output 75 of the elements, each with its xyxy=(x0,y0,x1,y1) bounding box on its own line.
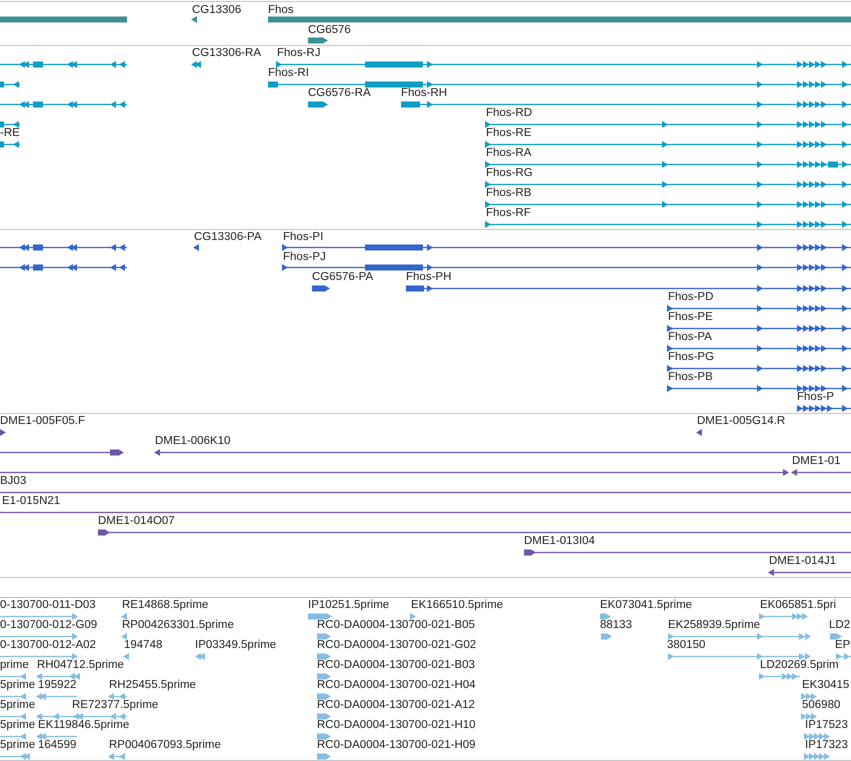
feature-label: Fhos-RF xyxy=(486,206,531,220)
feature-label: CG6576 xyxy=(308,23,351,37)
feature-label: Fhos-PE xyxy=(668,310,713,324)
feature-label: CG13306 xyxy=(192,3,242,17)
feature-label: CG6576-RA xyxy=(308,86,371,100)
feature-label: Fhos xyxy=(268,3,294,17)
feature-label: CG13306-RA xyxy=(192,46,262,60)
feature-label: -RE xyxy=(0,126,20,140)
read-label: 194748 xyxy=(124,638,162,652)
read-label: RP004263301.5prime xyxy=(122,618,234,632)
read-label: 0-130700-011-D03 xyxy=(0,598,96,612)
read-label: 380150 xyxy=(667,638,706,652)
read-label: 88133 xyxy=(600,618,632,632)
feature-label: DME1-01 xyxy=(792,454,841,468)
feature-label: Fhos-PD xyxy=(668,290,714,304)
read-label: IP03349.5prime xyxy=(195,638,276,652)
read-label: 164599 xyxy=(38,738,76,752)
feature-label: Fhos-PI xyxy=(283,230,324,244)
read-label: RP004067093.5prime xyxy=(109,738,221,752)
feature-label: DME1-013I04 xyxy=(524,534,595,548)
feature-label: Fhos-RA xyxy=(486,146,532,160)
read-label: 0-130700-012-G09 xyxy=(0,618,98,632)
read-label: EK119846.5prime xyxy=(38,718,130,732)
read-label: EK166510.5prime xyxy=(411,598,504,612)
read-label: EK073041.5prime xyxy=(600,598,692,612)
feature-label: Fhos-RG xyxy=(486,166,533,180)
feature-label: Fhos-PJ xyxy=(283,250,326,264)
feature-label: Fhos-RB xyxy=(486,186,532,200)
read-label: IP17323 xyxy=(805,738,848,752)
read-label: LD2 xyxy=(829,618,850,632)
read-label: EK065851.5pri xyxy=(760,598,836,612)
read-label: EK30415 xyxy=(802,678,850,692)
read-label: RH04712.5prime xyxy=(37,658,124,672)
feature-label: DME1-005F05.F xyxy=(0,414,86,428)
read-label: RC0-DA0004-130700-021-H04 xyxy=(317,678,476,692)
read-label: RC0-DA0004-130700-021-H09 xyxy=(317,738,476,752)
read-label: IP10251.5prime xyxy=(308,598,390,612)
read-label: 5prime xyxy=(0,718,36,732)
feature-label: Fhos-PB xyxy=(668,370,713,384)
read-label: EK258939.5prime xyxy=(668,618,760,632)
feature-label: Fhos-RI xyxy=(268,66,309,80)
read-label: 506980 xyxy=(802,698,840,712)
feature-label: Fhos-PA xyxy=(668,330,712,344)
read-label: 5prime xyxy=(0,738,36,752)
feature-label: BJ03 xyxy=(0,474,26,488)
feature-label: Fhos-RD xyxy=(486,106,532,120)
read-label: RE14868.5prime xyxy=(122,598,208,612)
read-label: prime xyxy=(0,658,29,672)
feature-label: Fhos-PH xyxy=(406,270,452,284)
feature-label: Fhos-RE xyxy=(486,126,532,140)
feature-label: DME1-014O07 xyxy=(98,514,175,528)
read-label: RC0-DA0004-130700-021-A12 xyxy=(317,698,475,712)
read-label: 195922 xyxy=(38,678,76,692)
read-label: RE72377.5prime xyxy=(72,698,158,712)
feature-label: Fhos-P xyxy=(797,390,834,404)
feature-label: E1-015N21 xyxy=(2,494,60,508)
read-label: RC0-DA0004-130700-021-G02 xyxy=(317,638,476,652)
feature-label: Fhos-RH xyxy=(401,86,448,100)
feature-label: Fhos-PG xyxy=(668,350,714,364)
feature-label: DME1-006K10 xyxy=(155,434,230,448)
read-label: RC0-DA0004-130700-021-B03 xyxy=(317,658,475,672)
read-label: 5prime xyxy=(0,698,36,712)
read-label: RC0-DA0004-130700-021-B05 xyxy=(317,618,475,632)
read-label: EP xyxy=(835,638,850,652)
read-label: RH25455.5prime xyxy=(109,678,196,692)
feature-label: Fhos-RJ xyxy=(277,46,320,60)
read-label: 5prime xyxy=(0,678,36,692)
feature-label: CG6576-PA xyxy=(312,270,374,284)
read-label: 0-130700-012-A02 xyxy=(0,638,96,652)
feature-label: DME1-014J1 xyxy=(769,554,836,568)
read-label: IP17523 xyxy=(805,718,848,732)
read-label: LD20269.5prim xyxy=(760,658,839,672)
read-label: RC0-DA0004-130700-021-H10 xyxy=(317,718,476,732)
feature-label: CG13306-PA xyxy=(194,230,262,244)
feature-label: DME1-005G14.R xyxy=(697,414,786,428)
